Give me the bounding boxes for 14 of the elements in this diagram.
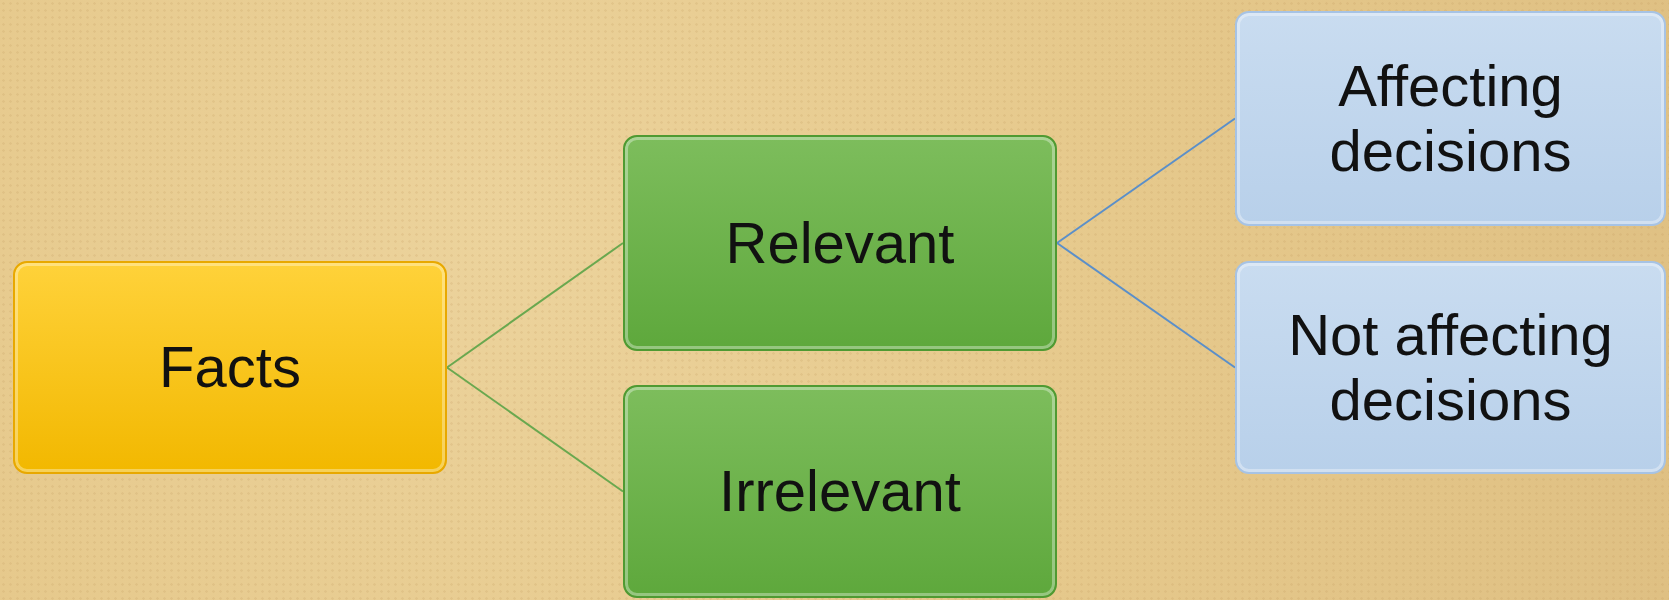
connector-line — [1056, 117, 1236, 244]
box-label: Facts — [158, 335, 302, 400]
category-box — [13, 261, 447, 474]
connector-line — [446, 366, 624, 493]
box-label: Affecting decisions — [1328, 53, 1573, 184]
category-box — [623, 385, 1057, 598]
box-label: Irrelevant — [718, 459, 962, 524]
category-box — [623, 135, 1057, 351]
category-box — [1235, 261, 1666, 474]
category-box — [1235, 11, 1666, 226]
box-label: Relevant — [724, 210, 956, 276]
connector-line — [1056, 242, 1236, 369]
connector-line — [446, 242, 624, 369]
box-label: Not affecting decisions — [1287, 302, 1614, 433]
